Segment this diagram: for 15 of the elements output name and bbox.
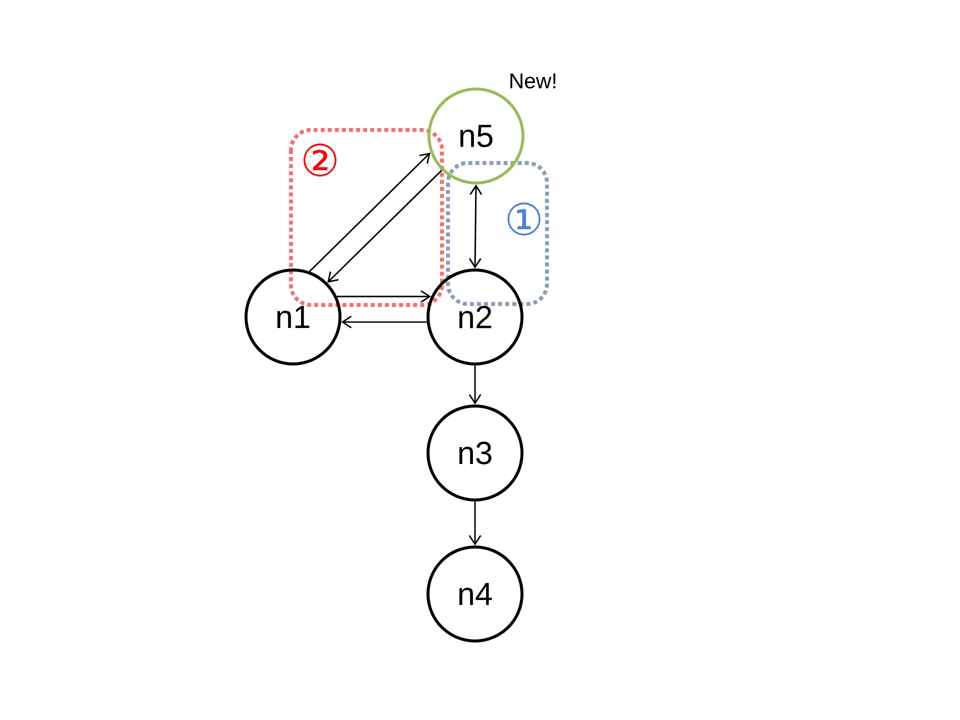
circle-node: n1 (244, 268, 342, 366)
arrow (341, 316, 427, 328)
circle-node: n4 (426, 546, 524, 642)
arrow (468, 184, 482, 268)
note-text: New! (510, 74, 556, 88)
arrow (336, 290, 432, 303)
arrow (309, 152, 430, 272)
highlight-frame: ② (289, 128, 444, 307)
circle-node: n5 (428, 88, 524, 184)
arrow (468, 366, 482, 404)
circle-node: n2 (426, 268, 524, 366)
highlight-frame: ① (446, 161, 549, 306)
arrow (327, 170, 442, 283)
circle-node: n3 (426, 404, 524, 502)
arrow (468, 502, 482, 546)
